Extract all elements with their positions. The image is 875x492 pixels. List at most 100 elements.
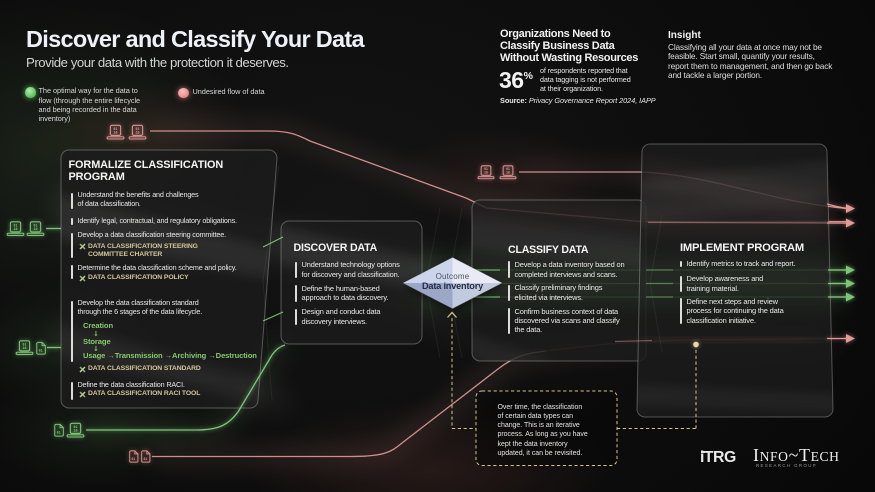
- arrow-green-3: [846, 292, 855, 302]
- formalize-tool-raci[interactable]: DATA CLASSIFICATION RACI TOOL: [88, 389, 201, 397]
- item-bar: [71, 265, 73, 280]
- item-bar: [295, 308, 297, 326]
- note-text: Over time, the classification of certain…: [497, 403, 588, 457]
- formalize-tool-charter-row: DATA CLASSIFICATION STEERING COMMITTEE C…: [78, 242, 198, 261]
- legend-undesired-label: Undesired flow of data: [192, 86, 265, 96]
- lifecycle-arrow-down: ↓: [93, 329, 99, 338]
- item-bar: [295, 261, 297, 279]
- formalize-item-1: Understand the benefits and challenges o…: [77, 190, 199, 208]
- stat-desc: of respondents reported that data taggin…: [540, 65, 631, 93]
- insight-title: Insight: [668, 29, 701, 41]
- item-bar: [680, 275, 682, 292]
- formalize-item-5: Develop the data classification standard…: [77, 298, 203, 316]
- tool-icon: [78, 366, 86, 373]
- outcome-value: Data inventory: [421, 281, 484, 292]
- formalize-title: FORMALIZE CLASSIFICATION PROGRAM: [68, 158, 224, 183]
- arrow-green-1: [846, 265, 855, 275]
- formalize-tool-raci-row: DATA CLASSIFICATION RACI TOOL: [78, 389, 201, 399]
- item-bar: [71, 300, 73, 362]
- laptop-icon: [66, 422, 85, 438]
- legend-dot-optimal: [25, 87, 36, 98]
- item-bar: [71, 232, 73, 258]
- discover-title: DISCOVER DATA: [293, 242, 378, 255]
- insight-body: Classifying all your data at once may no…: [668, 42, 833, 81]
- formalize-tool-policy-row: DATA CLASSIFICATION POLICY: [78, 274, 189, 283]
- laptop-icon: [499, 165, 517, 180]
- item-bar: [71, 218, 73, 225]
- item-bar: [71, 382, 73, 400]
- laptop-icon: [106, 124, 125, 140]
- stat-unit: %: [523, 69, 533, 82]
- laptop-icon: [128, 124, 147, 140]
- tool-icon: [78, 275, 86, 282]
- legend-undesired: Undesired flow of data: [178, 86, 265, 99]
- formalize-tool-policy[interactable]: DATA CLASSIFICATION POLICY: [88, 274, 189, 282]
- discover-item-3: Design and conduct data discovery interv…: [301, 307, 381, 326]
- formalize-tool-standard[interactable]: DATA CLASSIFICATION STANDARD: [88, 365, 201, 372]
- page-title: Discover and Classify Your Data: [26, 26, 365, 52]
- document-icon: [129, 450, 139, 463]
- arrow-green-2: [846, 279, 855, 288]
- document-icon: [141, 450, 151, 463]
- infotech-research-group: RESEARCH GROUP: [756, 462, 818, 468]
- formalize-tool-charter[interactable]: DATA CLASSIFICATION STEERING COMMITTEE C…: [88, 242, 198, 259]
- iteration-dot: [693, 341, 699, 348]
- itrg-i-bar: [700, 451, 705, 453]
- discover-item-1: Understand technology options for discov…: [301, 260, 400, 279]
- itrg-logo: iTRG: [700, 448, 736, 466]
- formalize-item-4: Determine the data classification scheme…: [77, 262, 237, 272]
- stat-source-label: Source:: [500, 96, 527, 105]
- item-bar: [680, 260, 682, 267]
- document-icon: [36, 341, 46, 355]
- lifecycle-stage-creation: Creation: [83, 321, 114, 331]
- classify-title: CLASSIFY DATA: [508, 243, 589, 256]
- formalize-item-2: Identify legal, contractual, and regulat…: [77, 215, 238, 225]
- laptop-icon: [26, 221, 45, 237]
- lifecycle-arrow-down-2: ↓: [93, 344, 99, 353]
- item-bar: [508, 307, 510, 334]
- arrow-red-2: [846, 218, 855, 228]
- note-box: [475, 390, 618, 466]
- laptop-icon: [477, 165, 495, 180]
- classify-item-2: Classify preliminary findings elicited v…: [514, 283, 603, 302]
- item-bar: [680, 298, 682, 325]
- lifecycle-flow-row: Usage →Transmission →Archiving →Destruct…: [83, 351, 257, 361]
- formalize-tool-standard-row: DATA CLASSIFICATION STANDARD: [78, 365, 201, 374]
- item-bar: [295, 285, 297, 302]
- arrow-red-1: [846, 204, 855, 213]
- item-bar: [508, 284, 510, 302]
- item-bar: [508, 261, 510, 278]
- stat-value-row: 36%: [499, 67, 533, 94]
- stat-heading: Organizations Need to Classify Business …: [500, 28, 639, 64]
- outcome-diamond: [402, 257, 503, 309]
- stat-value: 36: [499, 66, 524, 93]
- formalize-item-6: Define the data classification RACI.: [77, 379, 185, 389]
- document-icon: [54, 423, 64, 437]
- laptop-icon: [6, 221, 25, 237]
- formalize-item-3: Develop a data classification steering c…: [77, 230, 227, 240]
- stat-source: Source: Privacy Governance Report 2024, …: [500, 96, 656, 105]
- arrow-red-3: [846, 334, 855, 343]
- item-bar: [71, 192, 73, 209]
- legend-optimal-label: The optimal way for the data to flow (th…: [38, 86, 141, 124]
- discover-item-2: Define the human-based approach to data …: [301, 283, 389, 303]
- tool-icon: [78, 391, 86, 398]
- tool-icon: [78, 243, 86, 250]
- classify-item-1: Develop a data inventory based on comple…: [514, 260, 625, 279]
- outcome-label: Outcome: [435, 272, 470, 282]
- laptop-icon: [15, 340, 34, 356]
- lifecycle-stage-storage: Storage: [83, 336, 111, 346]
- exit-arrows: [826, 203, 855, 343]
- implement-title: IMPLEMENT PROGRAM: [680, 241, 805, 254]
- iteration-path: [451, 318, 697, 466]
- page-subtitle: Provide your data with the protection it…: [26, 55, 289, 70]
- implement-item-1: Identify metrics to track and report.: [686, 259, 796, 268]
- classify-item-3: Confirm business context of data discove…: [514, 306, 620, 335]
- legend-optimal: The optimal way for the data to flow (th…: [25, 86, 141, 124]
- implement-item-2: Develop awareness and training material.: [686, 274, 764, 293]
- stat-source-text: Privacy Governance Report 2024, IAPP: [528, 96, 656, 105]
- infotech-logo: INFO~TECH: [753, 444, 840, 465]
- legend-dot-undesired: [178, 87, 189, 99]
